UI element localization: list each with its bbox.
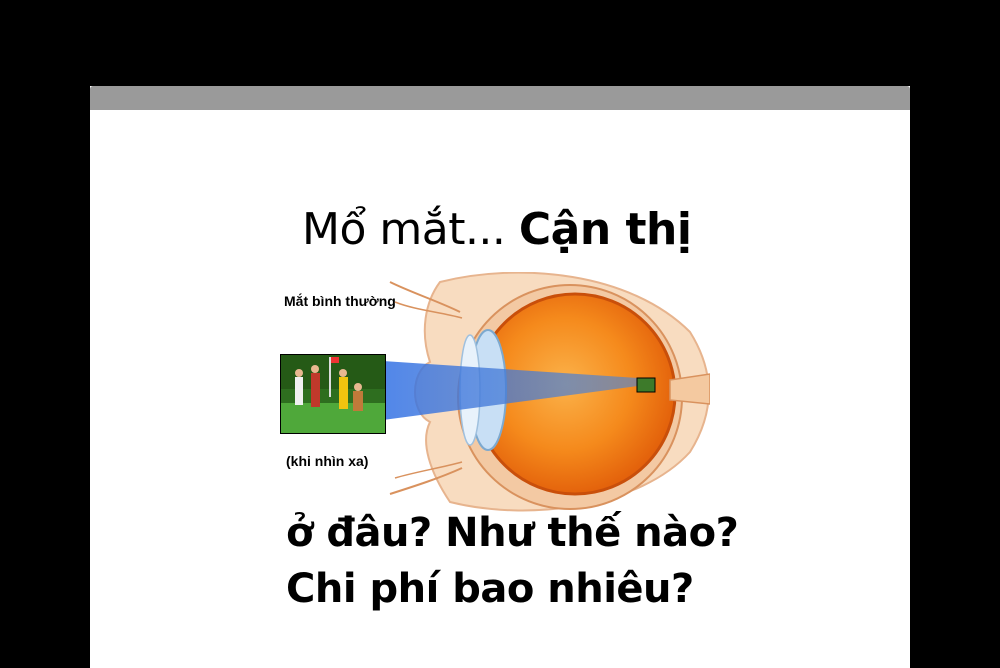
golfers-photo-icon bbox=[280, 354, 386, 434]
title-regular: Mổ mắt... bbox=[302, 204, 519, 255]
title-bold: Cận thị bbox=[518, 204, 692, 255]
slide-frame: Mổ mắt... Cận thị Mắt bình thường bbox=[90, 86, 910, 668]
question-line-2: Chi phí bao nhiêu? bbox=[286, 566, 694, 612]
label-far: (khi nhìn xa) bbox=[286, 453, 369, 469]
slide-title: Mổ mắt... Cận thị bbox=[302, 204, 692, 255]
eye-diagram-icon bbox=[370, 272, 710, 512]
question-line-1: ở đâu? Như thế nào? bbox=[286, 510, 739, 556]
frame-top-bar bbox=[90, 86, 910, 110]
label-normal-eye: Mắt bình thường bbox=[284, 293, 396, 309]
